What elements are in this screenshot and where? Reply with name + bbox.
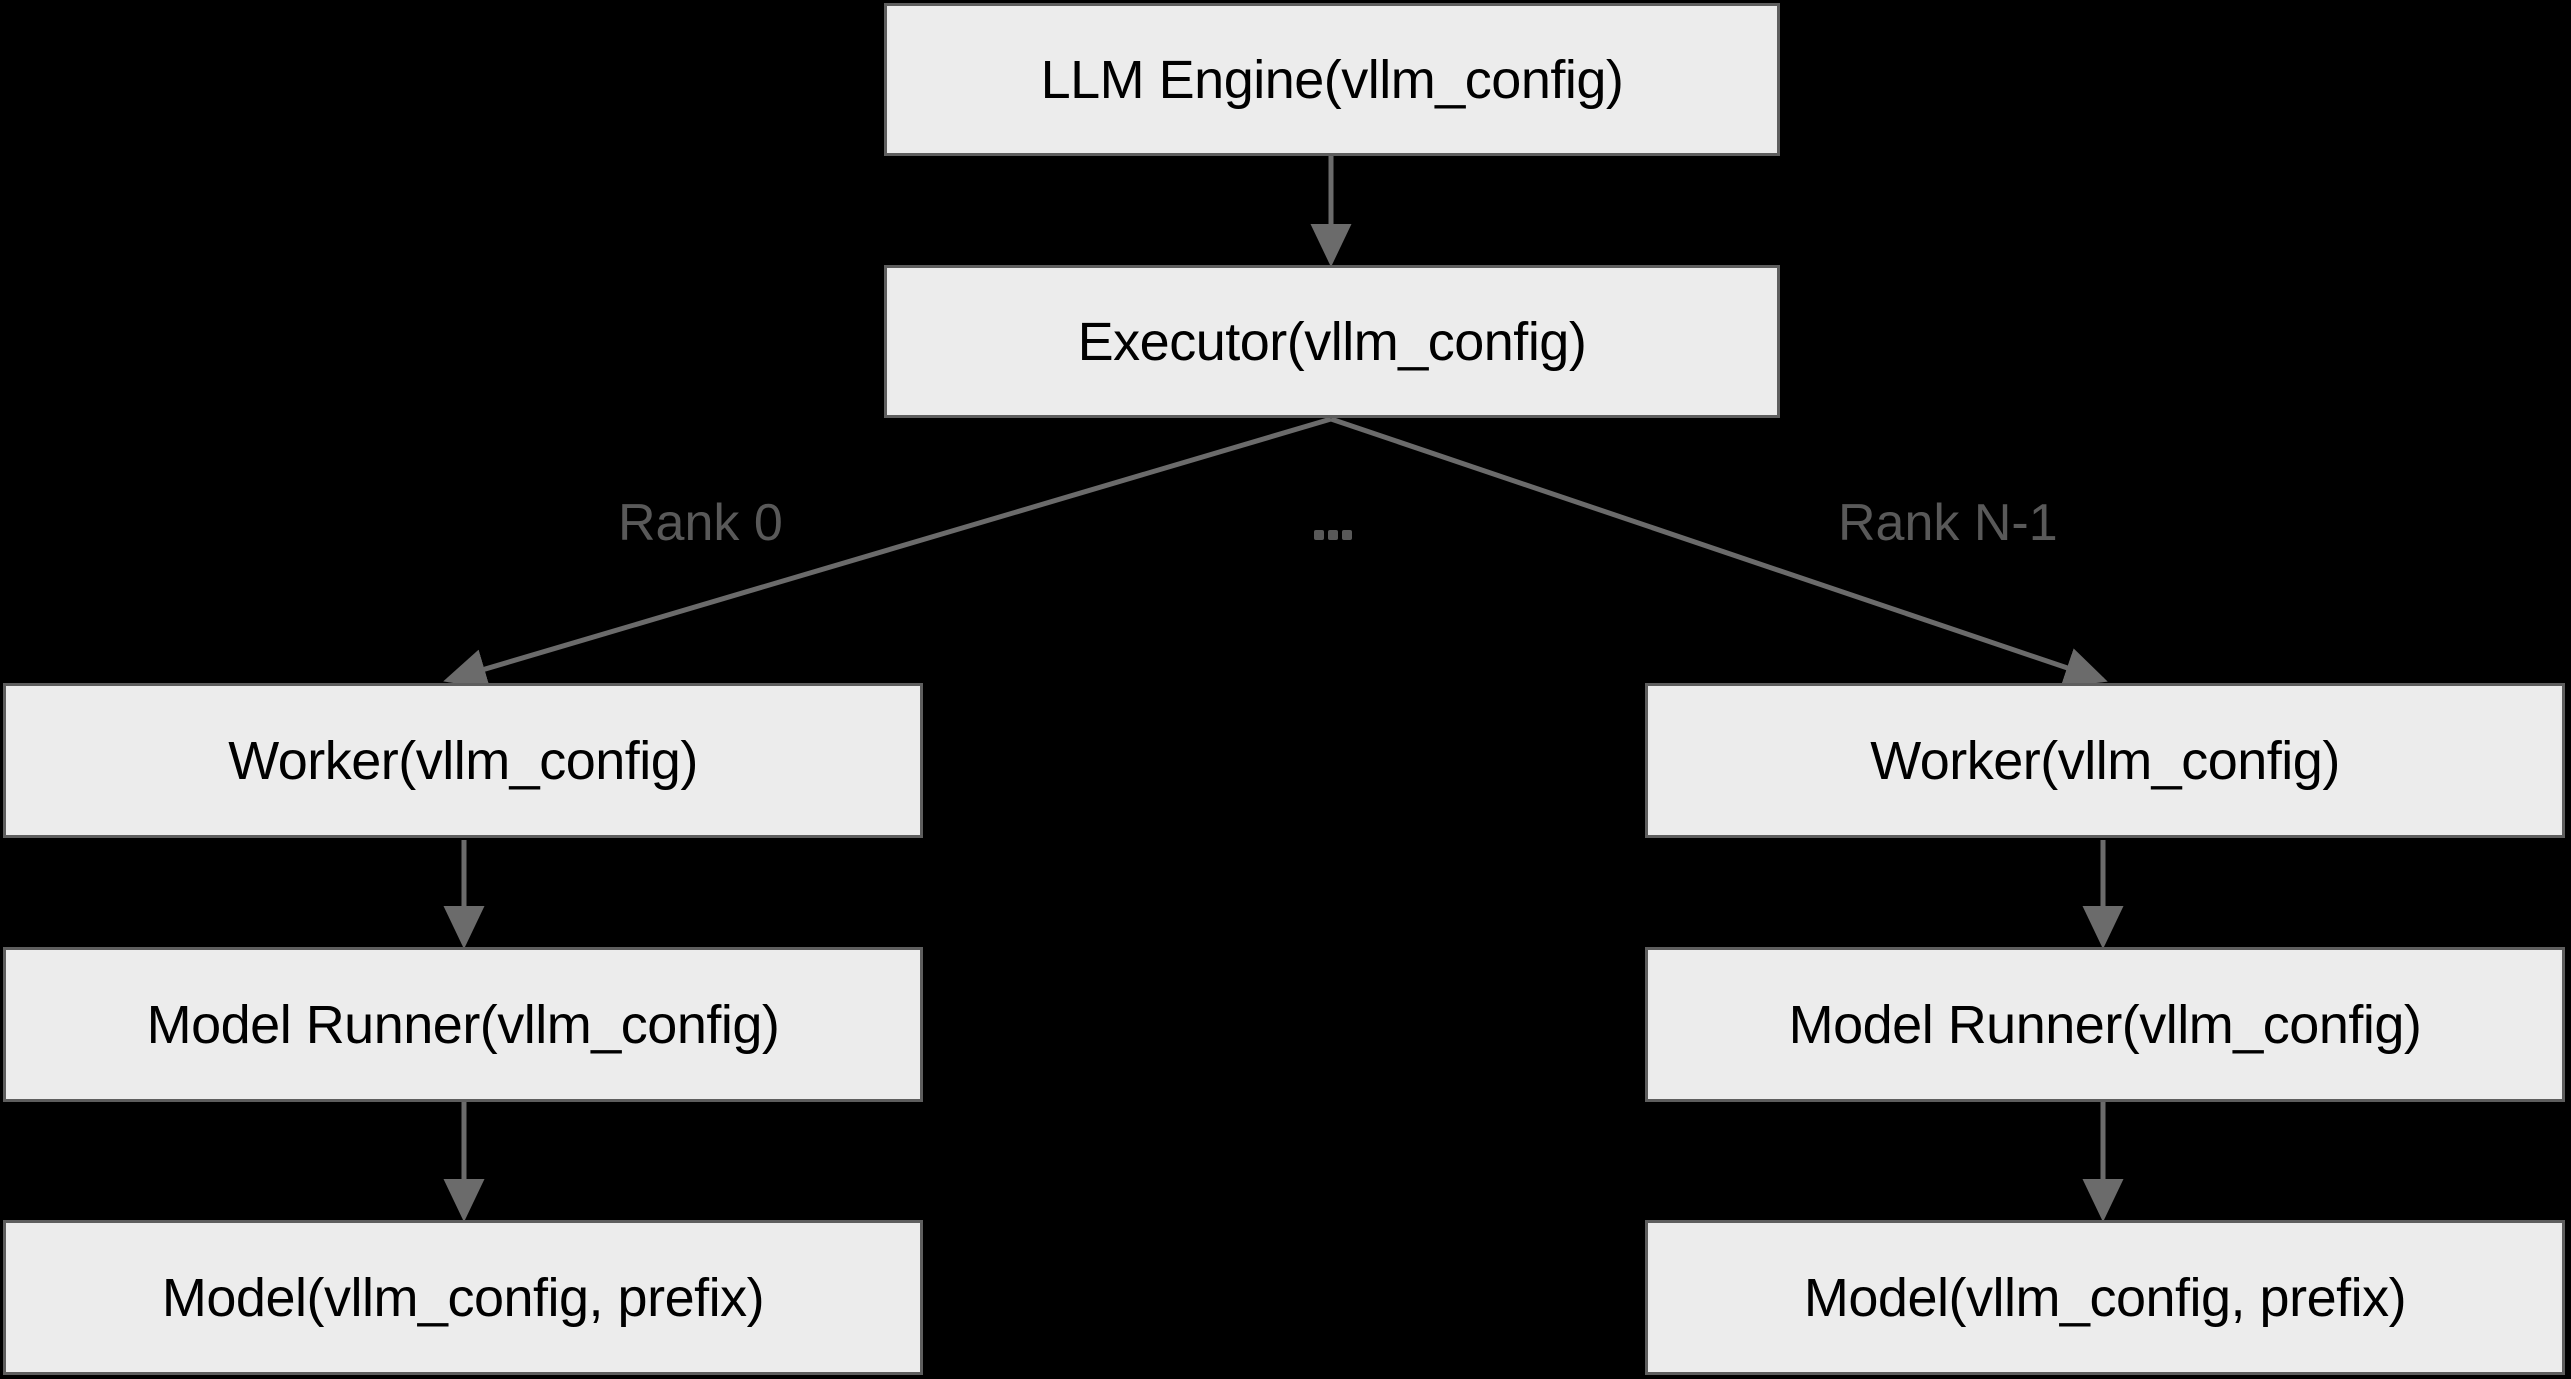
node-worker-rank0-label: Worker(vllm_config) xyxy=(228,730,698,791)
ellipsis-dot-2 xyxy=(1328,530,1338,540)
ellipsis-dot-1 xyxy=(1314,530,1324,540)
ellipsis-dot-3 xyxy=(1342,530,1352,540)
node-model-runner-rank0[interactable]: Model Runner(vllm_config) xyxy=(3,947,923,1102)
node-worker-rank0[interactable]: Worker(vllm_config) xyxy=(3,683,923,838)
node-worker-rankn-label: Worker(vllm_config) xyxy=(1870,730,2340,791)
node-worker-rankn[interactable]: Worker(vllm_config) xyxy=(1645,683,2565,838)
node-model-rankn-label: Model(vllm_config, prefix) xyxy=(1803,1267,2407,1328)
node-model-runner-rank0-label: Model Runner(vllm_config) xyxy=(146,994,780,1055)
node-model-rankn[interactable]: Model(vllm_config, prefix) xyxy=(1645,1220,2565,1375)
node-llm-engine-label: LLM Engine(vllm_config) xyxy=(1040,49,1624,110)
node-model-runner-rankn-label: Model Runner(vllm_config) xyxy=(1788,994,2422,1055)
edge-label-middle-ellipsis-icon xyxy=(1314,530,1352,540)
node-executor-label: Executor(vllm_config) xyxy=(1077,311,1587,372)
node-llm-engine[interactable]: LLM Engine(vllm_config) xyxy=(884,3,1780,156)
edge-label-rank0: Rank 0 xyxy=(618,494,783,552)
node-model-rank0[interactable]: Model(vllm_config, prefix) xyxy=(3,1220,923,1375)
node-model-rank0-label: Model(vllm_config, prefix) xyxy=(161,1267,765,1328)
edge-executor-to-worker-rank0 xyxy=(443,416,1332,689)
edge-label-rankn: Rank N-1 xyxy=(1838,494,2058,552)
node-model-runner-rankn[interactable]: Model Runner(vllm_config) xyxy=(1645,947,2565,1102)
node-executor[interactable]: Executor(vllm_config) xyxy=(884,265,1780,418)
